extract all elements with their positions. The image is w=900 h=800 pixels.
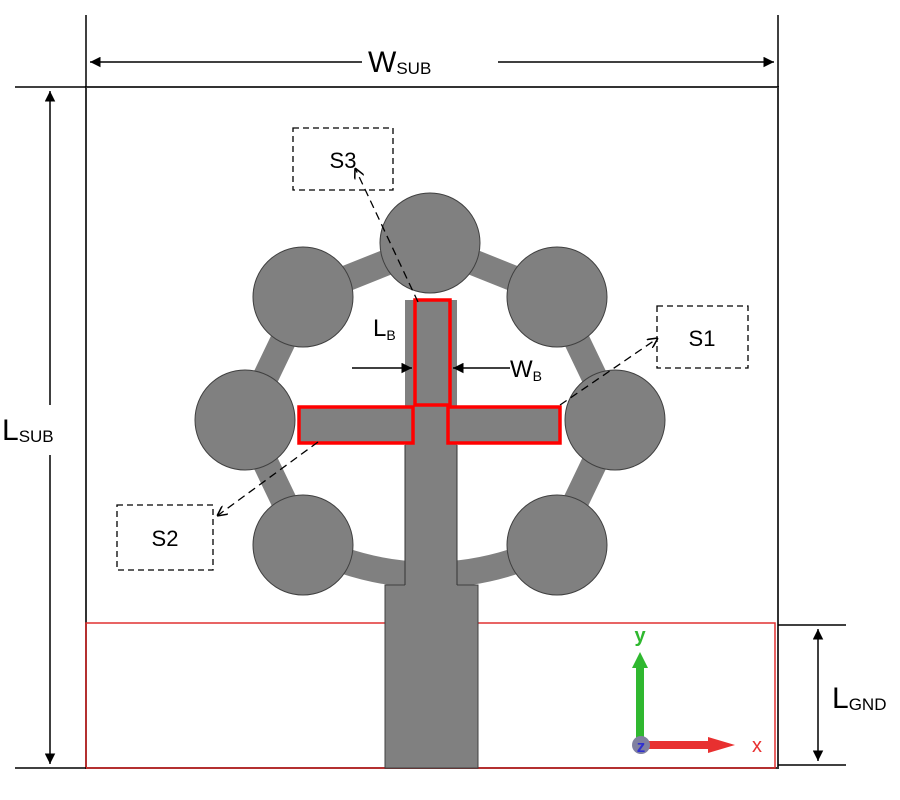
slot-pointer-s2 <box>217 441 319 516</box>
w-b-label: WB <box>510 356 542 384</box>
ring-circle <box>252 494 354 596</box>
ring-circle <box>506 246 608 348</box>
slot-label-s3: S3 <box>330 148 357 173</box>
axis-triad: z y x <box>632 625 762 757</box>
y-axis-label: y <box>634 625 646 647</box>
branch-left <box>297 405 415 445</box>
l-sub-label: LSUB <box>2 414 54 447</box>
slot-pointer-s3 <box>355 168 419 303</box>
ring-circle <box>194 369 296 471</box>
slot-pointer-s1 <box>559 338 658 406</box>
ring-circle <box>564 369 666 471</box>
z-axis-marker <box>632 736 650 754</box>
z-axis-label: z <box>637 737 646 756</box>
l-gnd-label: LGND <box>832 682 886 715</box>
ring-circle <box>252 246 354 348</box>
slot-box-s1 <box>656 305 749 369</box>
w-sub-label: WSUB <box>368 46 431 79</box>
branch-right <box>446 405 562 445</box>
slot-box-s3 <box>292 127 394 191</box>
slot-label-s2: S2 <box>152 526 179 551</box>
x-axis-label: x <box>752 735 762 757</box>
ring-circle <box>506 494 608 596</box>
feed-line <box>384 584 479 769</box>
ring-circle <box>379 192 481 294</box>
slot-label-s1: S1 <box>689 326 716 351</box>
branch-top <box>413 298 452 407</box>
branches <box>297 298 562 445</box>
l-b-label: LB <box>373 315 396 343</box>
